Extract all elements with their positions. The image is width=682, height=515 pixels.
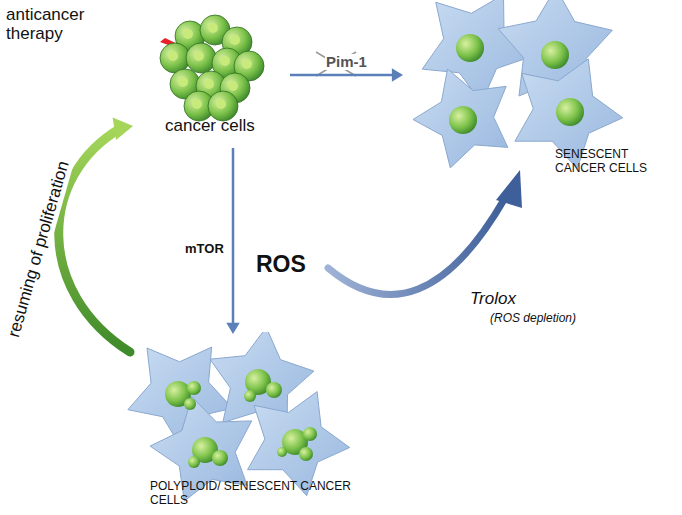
cell-nucleus xyxy=(187,381,201,395)
ros-label: ROS xyxy=(256,252,306,277)
arrowhead xyxy=(392,68,403,81)
cell-nucleus xyxy=(244,390,256,402)
cell-nucleus xyxy=(212,450,228,466)
trolox-arrow xyxy=(328,198,505,294)
note-label: (ROS depletion) xyxy=(490,312,576,325)
cell-nucleus xyxy=(449,106,477,134)
therapy-label: anticancer therapy xyxy=(6,6,106,43)
node-label: POLYPLOID/ SENESCENT CANCER CELLS xyxy=(150,480,355,508)
connector-arrow xyxy=(59,118,133,352)
cell-nucleus xyxy=(541,41,569,69)
cell-nucleus xyxy=(168,51,178,61)
cell-nucleus xyxy=(194,51,204,61)
cell-nucleus xyxy=(184,398,196,410)
cell-nucleus xyxy=(230,35,240,45)
connector-arrow xyxy=(290,68,403,81)
arrowhead xyxy=(113,118,133,140)
cell-nucleus xyxy=(303,427,317,441)
cell-nucleus xyxy=(192,99,202,109)
arrowhead xyxy=(226,323,239,334)
cell-nucleus xyxy=(216,99,226,109)
edge-label: Pim-1 xyxy=(325,54,368,71)
cell-nucleus xyxy=(299,447,313,461)
cell-nucleus xyxy=(242,59,252,69)
cell-nucleus xyxy=(277,447,287,457)
cell-nucleus xyxy=(183,29,193,39)
cell-nucleus xyxy=(556,98,584,126)
cancer-cell xyxy=(160,43,190,73)
senescent-cell xyxy=(422,0,532,103)
senescent-cells-node: SENESCENT CANCER CELLS xyxy=(405,0,675,186)
connector-arrow xyxy=(226,148,239,334)
pathway-label: mTOR xyxy=(185,242,224,256)
node-label: SENESCENT CANCER CELLS xyxy=(555,148,665,176)
cell-illustration xyxy=(405,0,675,186)
cell-nucleus xyxy=(208,23,218,33)
cell-nucleus xyxy=(220,56,230,66)
cell-nucleus xyxy=(188,456,200,468)
drug-label: Trolox xyxy=(470,290,516,309)
cell-cluster-node: cancer cells xyxy=(135,8,288,146)
trolox-arrowhead xyxy=(496,170,522,208)
node-label: cancer cells xyxy=(165,116,285,136)
cancer-cell xyxy=(186,43,216,73)
cell-nucleus xyxy=(228,81,238,91)
cell-nucleus xyxy=(178,77,188,87)
senescent-cell xyxy=(413,69,508,168)
cell-nucleus xyxy=(266,382,282,398)
cell-nucleus xyxy=(204,79,214,89)
polyploid-cells-node: POLYPLOID/ SENESCENT CANCER CELLS xyxy=(110,332,372,514)
cell-nucleus xyxy=(456,34,484,62)
